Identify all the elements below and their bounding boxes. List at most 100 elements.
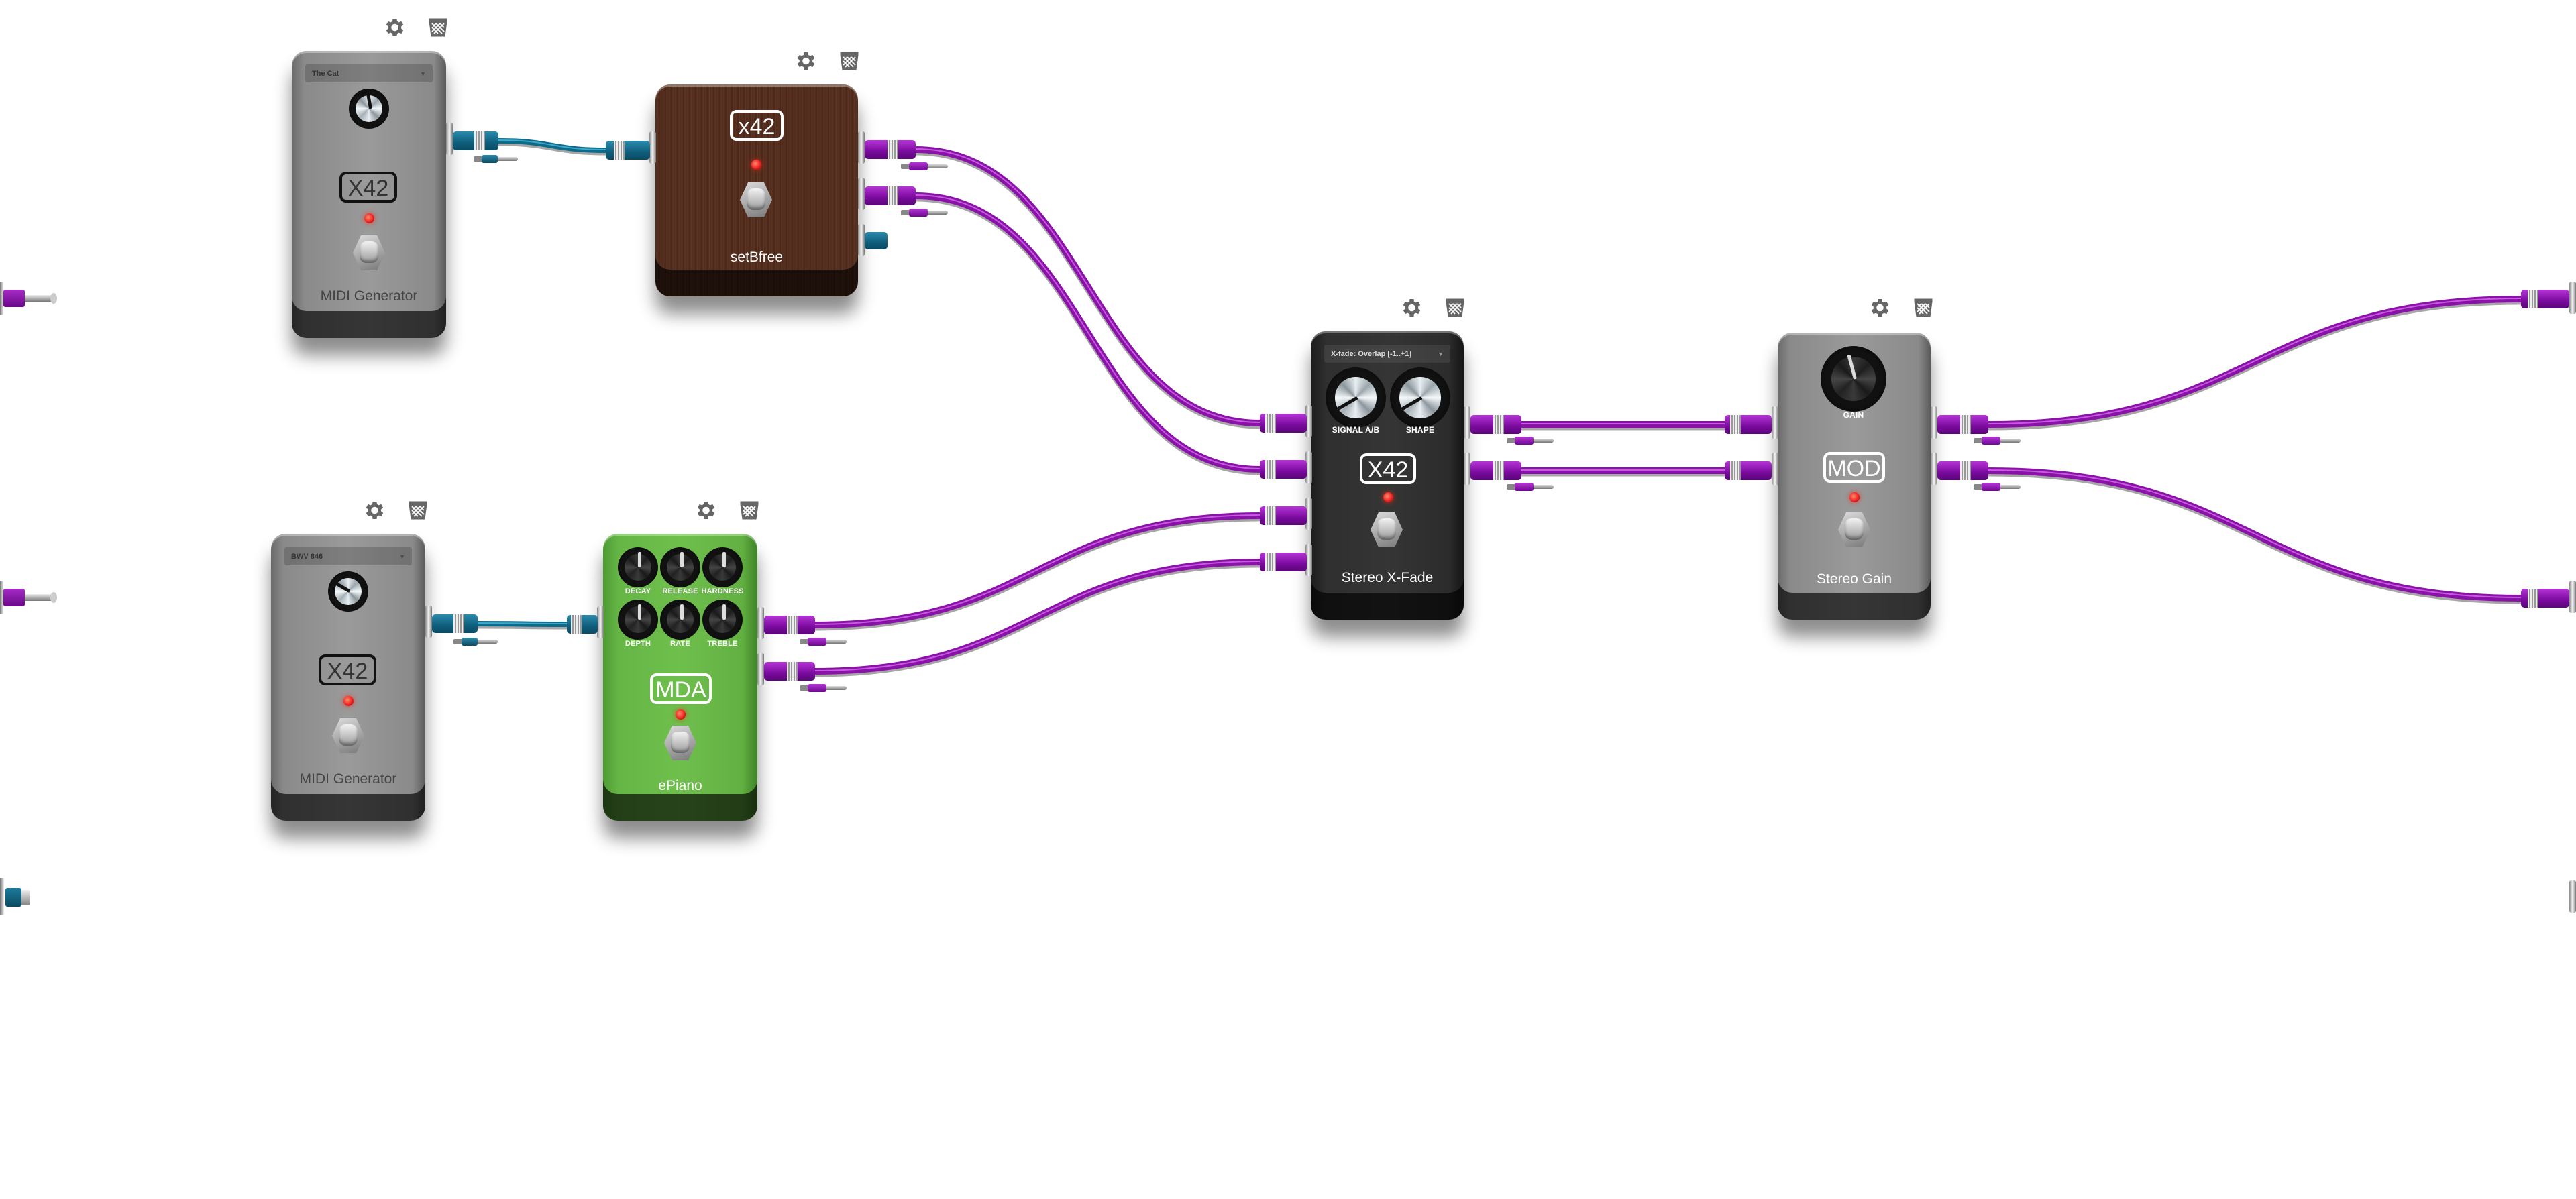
pedal-stereo-xfade[interactable]: X-fade: Overlap [-1..+1]▼ SIGNAL A/B SHA… <box>1311 331 1464 620</box>
system-capture-midi[interactable] <box>0 878 31 915</box>
trash-icon[interactable] <box>1911 295 1936 321</box>
audio-in-b-r-jack[interactable] <box>1305 544 1312 576</box>
audio-plug[interactable] <box>1260 460 1307 479</box>
audio-plug[interactable] <box>1260 506 1307 525</box>
audio-in-a-r-jack[interactable] <box>1305 451 1312 483</box>
spare-audio-plug[interactable] <box>1507 437 1554 445</box>
trash-icon[interactable] <box>737 498 762 523</box>
audio-out-l-jack[interactable] <box>1931 406 1937 439</box>
knob-release[interactable] <box>660 547 700 587</box>
spare-audio-plug[interactable] <box>1974 437 2021 445</box>
trash-icon[interactable] <box>405 498 431 523</box>
bypass-footswitch[interactable] <box>332 718 364 753</box>
knob-bpm[interactable] <box>328 571 368 612</box>
trash-icon[interactable] <box>1442 295 1468 321</box>
audio-out-r-jack[interactable] <box>1931 453 1937 485</box>
knob-shape[interactable] <box>1390 367 1450 428</box>
midi-plug[interactable] <box>432 614 478 633</box>
audio-plug[interactable] <box>764 616 815 634</box>
midi-out-jack[interactable] <box>425 606 432 638</box>
system-playback-midi[interactable] <box>2569 880 2576 913</box>
knob-decay[interactable] <box>618 547 658 587</box>
audio-plug[interactable] <box>1937 415 1988 434</box>
gear-icon[interactable] <box>361 498 386 523</box>
audio-plug[interactable] <box>865 140 916 159</box>
audio-plug[interactable] <box>2521 290 2569 308</box>
knob-signal-ab[interactable] <box>1326 367 1386 428</box>
audio-out-r-jack[interactable] <box>858 178 865 210</box>
gear-icon[interactable] <box>1398 295 1424 321</box>
knob-bpm[interactable] <box>349 89 389 129</box>
preset-selector[interactable]: BWV 846▼ <box>284 547 412 565</box>
spare-audio-plug[interactable] <box>1974 483 2021 491</box>
status-led <box>1383 492 1393 502</box>
audio-plug[interactable] <box>1470 461 1521 480</box>
pedal-setbfree[interactable]: x42 setBfree <box>655 84 858 296</box>
bypass-footswitch[interactable] <box>353 235 385 270</box>
pedal-actions-setbfree <box>792 48 862 74</box>
spare-audio-plug[interactable] <box>800 638 847 646</box>
knob-hardness[interactable] <box>702 547 743 587</box>
preset-selector[interactable]: The Cat▼ <box>305 64 433 82</box>
audio-plug[interactable] <box>1725 415 1772 434</box>
midi-plug[interactable] <box>606 141 650 160</box>
midi-out-jack[interactable] <box>446 123 453 155</box>
knob-depth[interactable] <box>618 600 658 640</box>
gear-icon[interactable] <box>692 498 718 523</box>
spare-audio-plug[interactable] <box>901 209 948 217</box>
spare-audio-plug[interactable] <box>800 684 847 692</box>
audio-out-l-jack[interactable] <box>757 607 764 639</box>
spare-audio-plug[interactable] <box>901 162 948 170</box>
audio-in-l-jack[interactable] <box>1772 406 1778 439</box>
audio-in-r-jack[interactable] <box>1772 453 1778 485</box>
gear-icon[interactable] <box>1866 295 1892 321</box>
audio-plug[interactable] <box>1260 553 1307 571</box>
audio-plug[interactable] <box>2521 589 2569 608</box>
system-playback-audio-2[interactable] <box>2569 581 2576 613</box>
bypass-footswitch[interactable] <box>1838 512 1870 547</box>
audio-out-r-jack[interactable] <box>757 653 764 685</box>
spare-audio-plug[interactable] <box>1507 483 1554 491</box>
spare-midi-plug[interactable] <box>474 155 518 163</box>
gear-icon[interactable] <box>381 15 407 40</box>
system-capture-audio-2[interactable] <box>0 581 58 614</box>
pedal-midi-gen-2[interactable]: BWV 846▼ X42 MIDI Generator <box>271 534 425 821</box>
midi-plug[interactable] <box>567 615 598 634</box>
audio-plug[interactable] <box>865 186 916 205</box>
preset-selector[interactable]: X-fade: Overlap [-1..+1]▼ <box>1324 345 1450 363</box>
audio-plug[interactable] <box>764 662 815 681</box>
preset-label: BWV 846 <box>291 552 323 561</box>
audio-plug[interactable] <box>1470 415 1521 434</box>
pedal-midi-gen-1[interactable]: The Cat▼ X42 MIDI Generator <box>292 51 446 338</box>
status-led <box>1849 492 1860 502</box>
bypass-footswitch[interactable] <box>664 726 696 760</box>
audio-plug[interactable] <box>1260 414 1307 433</box>
knob-gain[interactable] <box>1821 346 1886 412</box>
audio-in-a-l-jack[interactable] <box>1305 405 1312 437</box>
bypass-footswitch[interactable] <box>1371 512 1403 547</box>
midi-in-jack[interactable] <box>597 606 604 638</box>
knob-treble[interactable] <box>702 600 743 640</box>
midi-out-jack[interactable] <box>858 224 865 256</box>
midi-plug[interactable] <box>453 131 498 150</box>
bypass-footswitch[interactable] <box>740 182 772 217</box>
knob-rate[interactable] <box>660 600 700 640</box>
audio-in-b-l-jack[interactable] <box>1305 498 1312 530</box>
midi-in-jack[interactable] <box>649 131 656 164</box>
system-capture-audio-1[interactable] <box>0 282 58 315</box>
audio-out-r-jack[interactable] <box>1464 453 1470 485</box>
audio-out-l-jack[interactable] <box>1464 406 1470 439</box>
pedal-epiano[interactable]: DECAY RELEASE HARDNESS DEPTH RATE TREBLE… <box>603 534 757 821</box>
system-playback-audio-1[interactable] <box>2569 282 2576 314</box>
trash-icon[interactable] <box>425 15 451 40</box>
pedal-stereo-gain[interactable]: GAIN MOD Stereo Gain <box>1778 333 1931 620</box>
pedal-name: setBfree <box>730 249 784 265</box>
gear-icon[interactable] <box>792 48 818 74</box>
audio-out-l-jack[interactable] <box>858 131 865 164</box>
spare-midi-plug[interactable] <box>865 232 888 249</box>
trash-icon[interactable] <box>837 48 862 74</box>
spare-midi-plug[interactable] <box>453 638 498 646</box>
audio-plug[interactable] <box>1937 461 1988 480</box>
audio-plug[interactable] <box>1725 461 1772 480</box>
